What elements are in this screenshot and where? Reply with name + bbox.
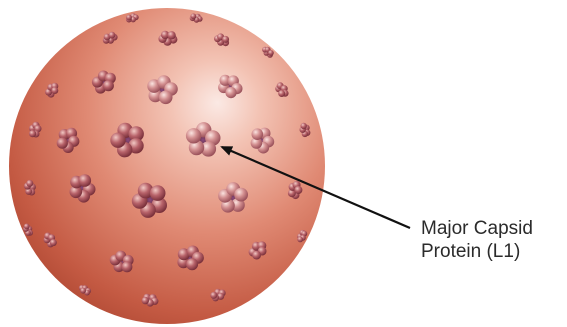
annotation-line-1: Major Capsid	[421, 217, 533, 240]
annotation-label: Major Capsid Protein (L1)	[421, 217, 533, 263]
capsid-shell	[9, 8, 325, 324]
annotation-line-2: Protein (L1)	[421, 240, 533, 263]
